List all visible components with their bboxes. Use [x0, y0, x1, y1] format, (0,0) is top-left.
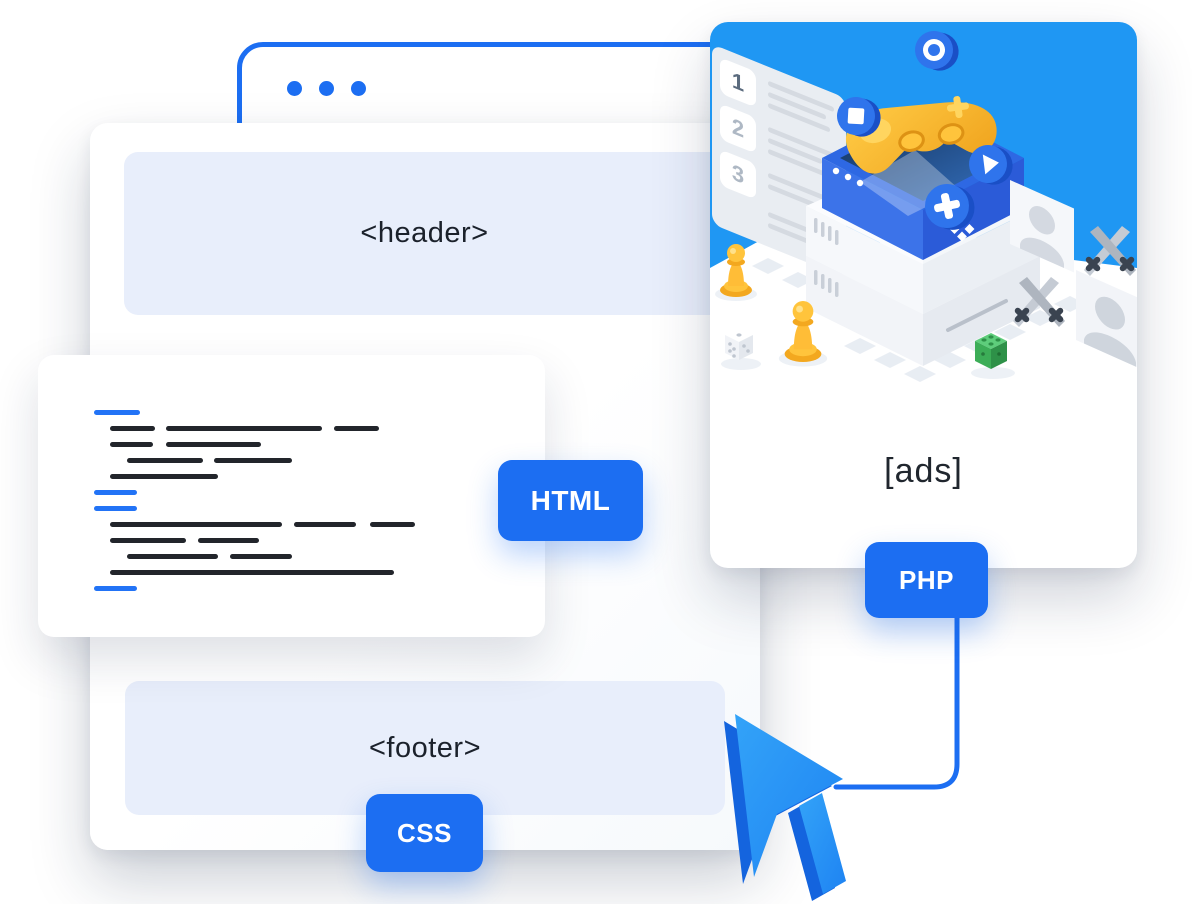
dice-icon: [721, 328, 761, 370]
code-line: [110, 522, 282, 527]
code-line: [214, 458, 292, 463]
code-line: [294, 522, 356, 527]
code-line: [110, 442, 153, 447]
window-dot-icon: [319, 81, 334, 96]
gamepad-icon: [845, 96, 997, 174]
php-connector-line: [833, 615, 960, 790]
code-line: [94, 410, 140, 415]
avatar-icon: [1084, 296, 1136, 367]
code-line: [127, 458, 203, 463]
crossed-swords-icon: [1084, 226, 1136, 276]
header-section: <header>: [124, 152, 725, 315]
window-dot-icon: [287, 81, 302, 96]
rank-number: 3: [732, 159, 744, 189]
plus-button-icon: [925, 184, 975, 230]
code-line: [94, 490, 137, 495]
triangle-button-icon: [969, 145, 1013, 185]
ads-label: [ads]: [884, 452, 963, 490]
circle-button-icon: [915, 31, 959, 71]
code-line: [334, 426, 379, 431]
code-line: [230, 554, 292, 559]
chess-pawn-icon: [778, 301, 828, 367]
code-snippet-card: [38, 355, 545, 637]
ads-card: 1 2 3: [710, 22, 1137, 568]
php-badge-button[interactable]: PHP: [865, 542, 988, 618]
code-line: [110, 426, 155, 431]
footer-section: <footer>: [125, 681, 725, 815]
chess-pawn-icon: [715, 244, 757, 301]
html-badge-button[interactable]: HTML: [498, 460, 643, 541]
avatar-icon: [1020, 206, 1064, 269]
game-brick-icon: [971, 333, 1015, 379]
cursor-icon: [724, 714, 846, 901]
code-line: [166, 442, 261, 447]
crossed-swords-icon: [1013, 277, 1065, 327]
rank-number: 1: [732, 67, 744, 97]
code-line: [94, 586, 137, 591]
header-section-label: <header>: [360, 217, 489, 249]
page-mockup-card: <header> <footer>: [90, 123, 760, 850]
footer-section-label: <footer>: [368, 731, 482, 764]
window-dot-icon: [351, 81, 366, 96]
code-line: [110, 538, 186, 543]
ads-illustration: 1 2 3: [710, 22, 1137, 414]
code-line: [370, 522, 415, 527]
profile-card-icon: [1010, 180, 1074, 273]
code-line: [198, 538, 259, 543]
code-line: [166, 426, 322, 431]
code-line: [127, 554, 218, 559]
square-button-icon: [837, 97, 881, 137]
css-badge-button[interactable]: CSS: [366, 794, 483, 872]
code-line: [110, 474, 218, 479]
profile-card-icon: [1076, 270, 1137, 372]
rank-number: 2: [732, 113, 744, 143]
code-line: [94, 506, 137, 511]
code-line: [110, 570, 394, 575]
